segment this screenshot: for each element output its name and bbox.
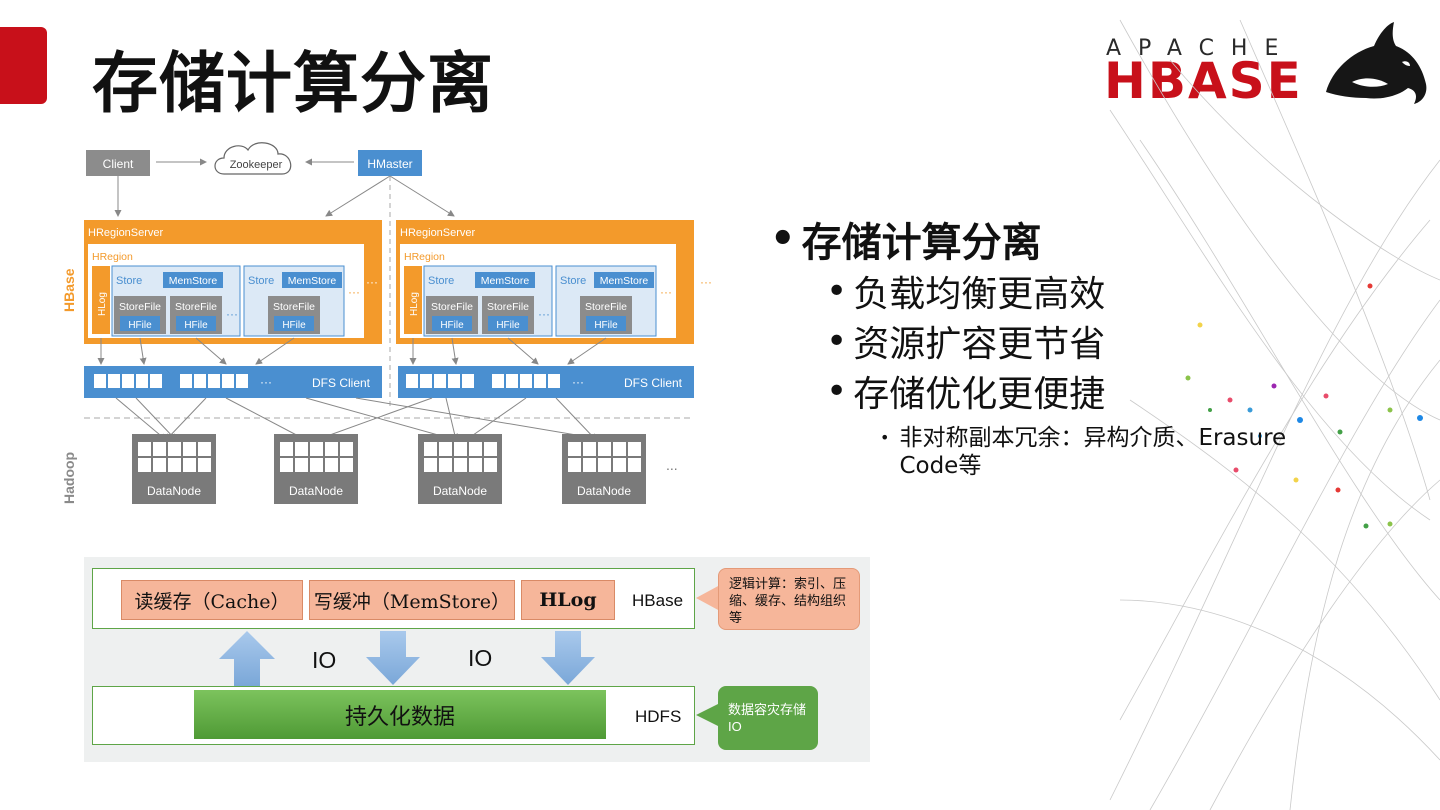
svg-text:···: ···: [366, 275, 378, 289]
svg-text:···: ···: [572, 375, 584, 389]
io-label-right: IO: [468, 645, 493, 671]
bullet-dot: •: [826, 320, 848, 362]
persistent-data-box: 持久化数据: [194, 690, 606, 739]
bullet-dot: •: [826, 370, 848, 412]
datanode-ellipsis: ...: [666, 457, 678, 473]
io-label-left: IO: [312, 647, 337, 673]
datanode-3: DataNode: [418, 434, 502, 504]
hbase-side-label: HBase: [61, 268, 77, 312]
region-server-2: HRegionServer HRegion HLog Store MemStor…: [396, 220, 712, 344]
data-disaster-callout: 数据容灾存储IO: [718, 686, 818, 750]
svg-text:MemStore: MemStore: [288, 275, 337, 287]
hdfs-layer-box: 持久化数据 HDFS: [92, 686, 695, 745]
svg-text:HRegion: HRegion: [92, 251, 133, 263]
svg-text:Store: Store: [248, 275, 274, 287]
bullet-dot: •: [770, 216, 796, 262]
svg-text:HRegionServer: HRegionServer: [88, 227, 164, 239]
io-arrows: [219, 631, 595, 686]
datanode-1: DataNode: [132, 434, 216, 504]
svg-text:StoreFile: StoreFile: [175, 301, 217, 313]
svg-text:DataNode: DataNode: [289, 484, 343, 498]
dfs-client-2: ··· DFS Client: [398, 366, 694, 398]
decorative-network-lines: [1109, 19, 1440, 810]
read-cache-box: 读缓存（Cache）: [121, 580, 303, 620]
svg-text:StoreFile: StoreFile: [585, 301, 627, 313]
region-server-1: HRegionServer HRegion HLog Store MemStor…: [84, 220, 382, 344]
datanode-4: DataNode: [562, 434, 646, 504]
svg-text:HRegion: HRegion: [404, 251, 445, 263]
hmaster-box: [358, 150, 422, 176]
svg-text:DataNode: DataNode: [147, 484, 201, 498]
client-label: Client: [103, 157, 134, 171]
svg-text:DataNode: DataNode: [577, 484, 631, 498]
svg-text:HFile: HFile: [440, 320, 464, 331]
hbase-layer-label: HBase: [632, 591, 684, 610]
svg-text:HLog: HLog: [97, 292, 108, 316]
client-box: [86, 150, 150, 176]
svg-text:HFile: HFile: [282, 320, 306, 331]
logo-hbase-text: HBASE: [1104, 52, 1303, 110]
svg-text:···: ···: [348, 285, 360, 299]
datanode-2: DataNode: [274, 434, 358, 504]
bullet-list: •存储计算分离 •负载均衡更高效 •资源扩容更节省 •存储优化更便捷 •非对称副…: [770, 212, 1370, 480]
orca-icon: [1326, 22, 1427, 104]
svg-text:DataNode: DataNode: [433, 484, 487, 498]
svg-text:Store: Store: [560, 275, 586, 287]
svg-text:MemStore: MemStore: [169, 275, 218, 287]
bullet-dot: •: [880, 428, 890, 447]
arrow-down-icon: [541, 631, 595, 685]
svg-text:Store: Store: [116, 275, 142, 287]
dfs-client-1: ··· DFS Client: [84, 366, 382, 398]
svg-text:HRegionServer: HRegionServer: [400, 227, 476, 239]
zookeeper-label: Zookeeper: [230, 159, 283, 171]
bullet-item: •负载均衡更高效: [826, 270, 1106, 316]
logic-compute-callout: 逻辑计算：索引、压缩、缓存、结构组织等: [718, 568, 860, 630]
title-accent-bar: [0, 27, 47, 104]
svg-text:HFile: HFile: [184, 320, 208, 331]
svg-text:···: ···: [260, 375, 272, 389]
callout-pointers: [696, 585, 720, 727]
io-layer-diagram: 读缓存（Cache） 写缓冲（MemStore） HLog HBase IO I…: [84, 557, 870, 762]
svg-text:MemStore: MemStore: [600, 275, 649, 287]
svg-text:···: ···: [660, 285, 672, 299]
bullet-item: •资源扩容更节省: [826, 320, 1106, 366]
hbase-layer-box: 读缓存（Cache） 写缓冲（MemStore） HLog HBase: [92, 568, 695, 629]
hlog-box: HLog: [521, 580, 615, 620]
svg-text:StoreFile: StoreFile: [119, 301, 161, 313]
bullet-item: •存储优化更便捷: [826, 370, 1106, 416]
apache-hbase-logo: APACHE HBASE: [1100, 22, 1430, 112]
svg-text:Store: Store: [428, 275, 454, 287]
svg-text:HLog: HLog: [409, 292, 420, 316]
svg-text:HFile: HFile: [594, 320, 618, 331]
svg-text:StoreFile: StoreFile: [273, 301, 315, 313]
svg-text:StoreFile: StoreFile: [487, 301, 529, 313]
arrow-up-icon: [219, 631, 275, 686]
hadoop-side-label: Hadoop: [61, 452, 77, 504]
svg-text:StoreFile: StoreFile: [431, 301, 473, 313]
write-buffer-box: 写缓冲（MemStore）: [309, 580, 515, 620]
svg-text:···: ···: [226, 307, 238, 321]
page-title: 存储计算分离: [92, 45, 494, 122]
svg-text:MemStore: MemStore: [481, 275, 530, 287]
svg-text:HFile: HFile: [496, 320, 520, 331]
svg-text:···: ···: [700, 275, 712, 289]
svg-text:DFS Client: DFS Client: [624, 376, 683, 390]
bullet-dot: •: [826, 270, 848, 312]
hdfs-layer-label: HDFS: [635, 707, 682, 726]
logo-apache-text: APACHE: [1106, 36, 1296, 61]
arrow-down-icon: [366, 631, 420, 685]
bullet-sub-item: •非对称副本冗余：异构介质、Erasure Code等: [880, 425, 1287, 479]
svg-text:···: ···: [538, 307, 550, 321]
bullet-main: •存储计算分离: [770, 216, 1042, 266]
svg-text:DFS Client: DFS Client: [312, 376, 371, 390]
zookeeper-cloud-icon: [214, 142, 292, 175]
svg-text:HFile: HFile: [128, 320, 152, 331]
hmaster-label: HMaster: [367, 157, 412, 171]
hbase-architecture-diagram: Client Zookeeper HMaster HBase Hadoop HR…: [61, 142, 712, 504]
